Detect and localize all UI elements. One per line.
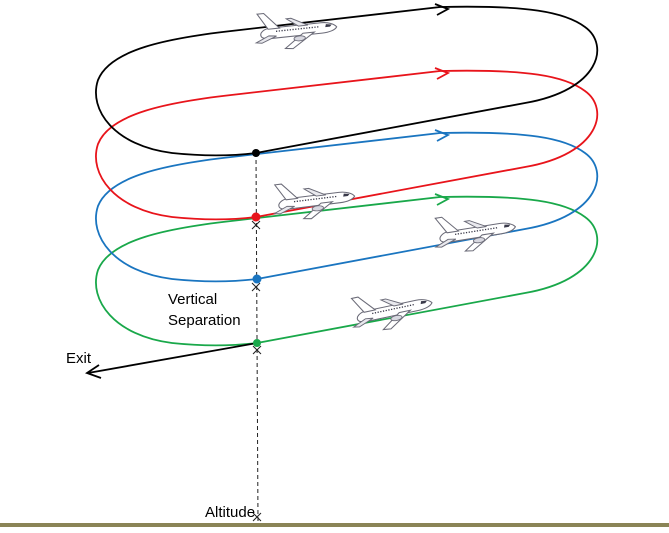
vertical-separation-label-line2: Separation <box>168 312 241 329</box>
level-marker-icon <box>252 149 260 157</box>
exit-path <box>87 342 258 374</box>
vertical-separation-label: Vertical Separation <box>168 291 241 330</box>
airplane-icon <box>252 5 340 54</box>
exit-label: Exit <box>66 350 92 367</box>
ground-line <box>0 523 669 527</box>
holding-track-bottom <box>95 195 599 347</box>
level-marker-icon <box>251 212 261 222</box>
altitude-label: Altitude <box>205 504 256 521</box>
airplane-icon <box>430 205 519 258</box>
airplane-icon <box>270 174 358 224</box>
exit-arrow-icon <box>85 364 102 379</box>
airplane-icon <box>347 281 437 338</box>
vertical-separation-label-line1: Vertical <box>168 291 218 308</box>
level-marker-icon <box>252 274 262 284</box>
holding-track-top <box>95 5 599 157</box>
altitude-reference-line <box>255 152 259 523</box>
arrow-icon <box>434 3 451 206</box>
holding-track-third <box>95 131 599 283</box>
level-marker-icon <box>253 339 261 347</box>
holding-track-second <box>95 69 599 221</box>
separation-markers <box>251 220 262 522</box>
